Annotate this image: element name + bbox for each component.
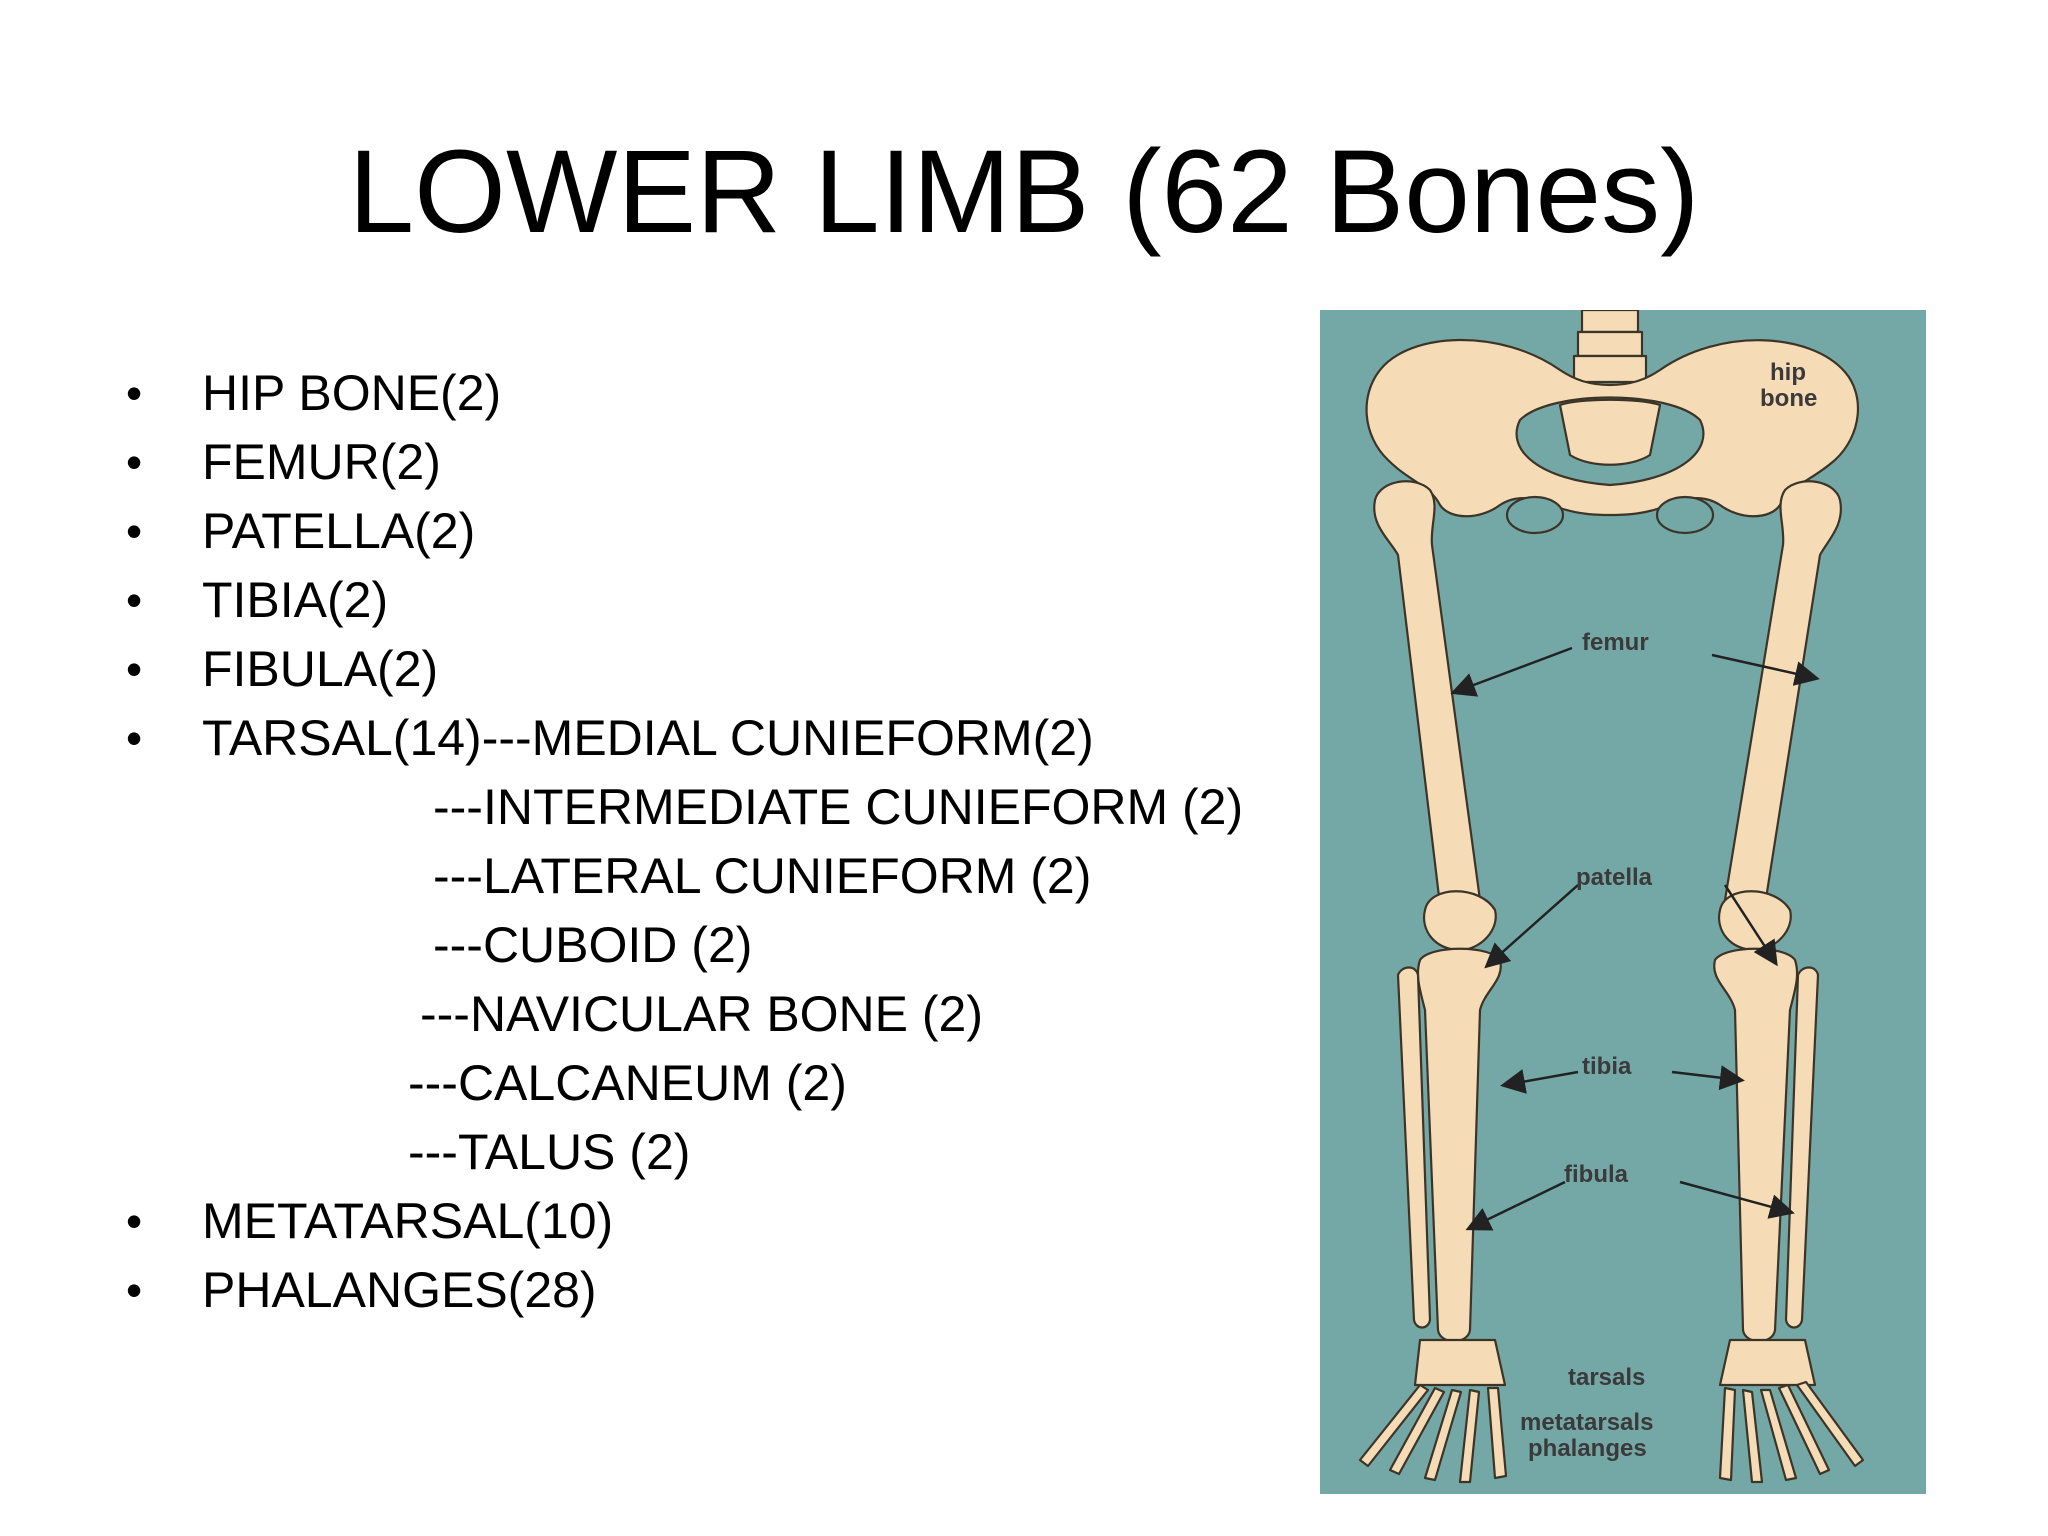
slide-title: LOWER LIMB (62 Bones) [348, 126, 1700, 258]
list-item-femur: FEMUR(2) [202, 434, 441, 490]
bullet: • [126, 436, 143, 488]
label-bone: bone [1760, 385, 1817, 412]
label-fibula: fibula [1564, 1161, 1629, 1188]
list-item-phalanges: PHALANGES(28) [202, 1262, 597, 1318]
left-foot-digits [1358, 1383, 1508, 1484]
left-tarsals [1413, 1338, 1507, 1387]
left-tibia [1416, 947, 1502, 1343]
lower-limb-skeleton-figure: hip bone femur patella tibia fibula tars… [1320, 310, 1926, 1494]
list-subitem-cuboid: ---CUBOID (2) [433, 917, 753, 973]
list-item-fibula: FIBULA(2) [202, 641, 439, 697]
bullet: • [126, 574, 143, 626]
left-fibula [1396, 966, 1432, 1329]
list-subitem-intermediate-cuneiform: ---INTERMEDIATE CUNIEFORM (2) [433, 779, 1244, 835]
label-metatarsals: metatarsals [1520, 1409, 1653, 1436]
label-tibia: tibia [1582, 1053, 1632, 1080]
bullet: • [126, 712, 143, 764]
label-tarsals: tarsals [1568, 1364, 1645, 1391]
label-femur: femur [1582, 629, 1649, 656]
list-subitem-calcaneum: ---CALCANEUM (2) [408, 1055, 847, 1111]
left-patella [1422, 890, 1497, 952]
list-subitem-lateral-cuneiform: ---LATERAL CUNIEFORM (2) [433, 848, 1092, 904]
right-femur [1723, 480, 1842, 916]
list-item-tarsal: TARSAL(14)---MEDIAL CUNIEFORM(2) [202, 710, 1094, 766]
bullet: • [126, 1195, 143, 1247]
bullet: • [126, 643, 143, 695]
right-fibula [1784, 966, 1820, 1329]
label-patella: patella [1576, 864, 1653, 891]
bullet: • [126, 367, 143, 419]
label-phalanges: phalanges [1528, 1435, 1647, 1462]
right-tarsals [1718, 1338, 1817, 1387]
list-item-patella: PATELLA(2) [202, 503, 476, 559]
list-item-metatarsal: METATARSAL(10) [202, 1193, 614, 1249]
list-item-tibia: TIBIA(2) [202, 572, 389, 628]
right-patella [1717, 890, 1792, 952]
left-femur [1373, 480, 1482, 916]
right-foot-digits [1718, 1380, 1865, 1484]
list-item-hip-bone: HIP BONE(2) [202, 365, 502, 421]
right-tibia [1713, 947, 1799, 1343]
bullet: • [126, 505, 143, 557]
label-hip: hip [1770, 359, 1806, 386]
bullet: • [126, 1264, 143, 1316]
spine [1572, 310, 1648, 384]
list-subitem-talus: ---TALUS (2) [408, 1124, 691, 1180]
list-subitem-navicular: ---NAVICULAR BONE (2) [420, 986, 984, 1042]
